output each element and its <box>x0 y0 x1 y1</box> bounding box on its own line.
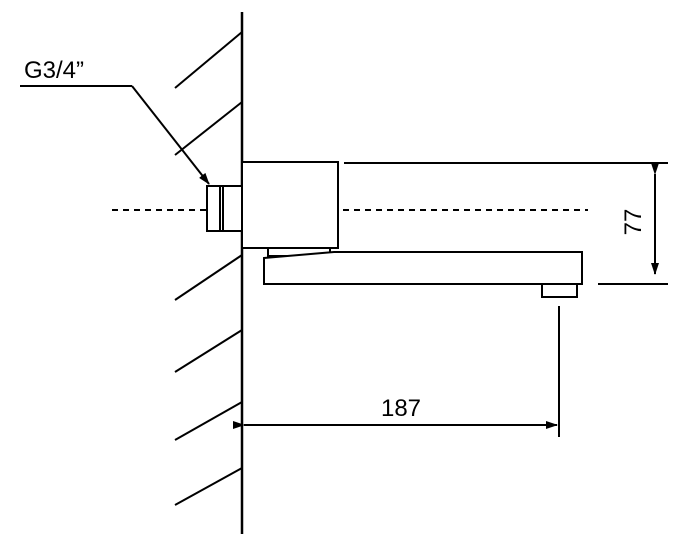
height-dimension-label: 77 <box>620 209 647 236</box>
thread-leader <box>20 85 210 185</box>
hatch-line <box>174 467 243 506</box>
projection-dimension <box>233 306 560 437</box>
thread-connector <box>206 185 243 232</box>
thread-label: G3/4” <box>24 57 84 84</box>
spout-arm <box>263 251 583 285</box>
height-dimension <box>344 162 668 285</box>
spout-outlet <box>541 283 578 298</box>
hatch-line <box>174 401 243 441</box>
leader-arrow <box>131 85 210 185</box>
wall <box>174 12 244 534</box>
hatch-line <box>174 329 243 373</box>
projection-dimension-label: 187 <box>381 395 421 422</box>
spout-mount-block <box>241 161 339 249</box>
wall-hatching <box>174 31 243 506</box>
hatch-line <box>174 254 243 301</box>
hatch-line <box>174 31 243 89</box>
hatch-line <box>174 101 243 156</box>
spout <box>241 161 583 298</box>
connector-body <box>206 185 243 232</box>
